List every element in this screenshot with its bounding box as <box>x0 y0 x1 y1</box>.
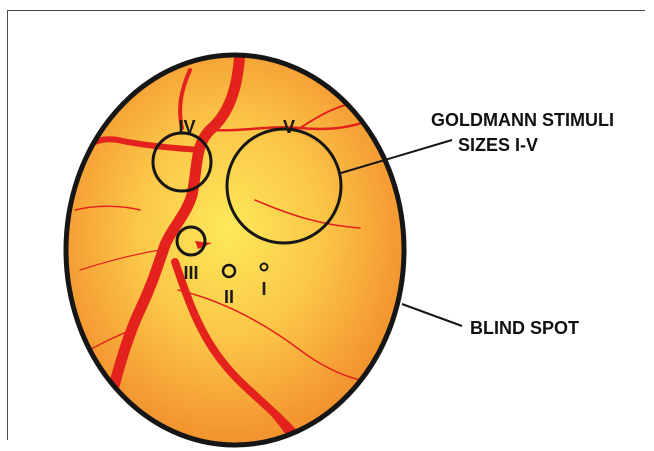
stimulus-i-label: I <box>261 279 266 299</box>
stimulus-iv-label: IV <box>178 117 195 137</box>
stimulus-v-label: V <box>283 117 295 137</box>
stimulus-ii-label: II <box>224 287 234 307</box>
goldmann-callout-line2: SIZES I-V <box>458 135 538 155</box>
goldmann-callout-line1: GOLDMANN STIMULI <box>431 110 614 130</box>
blind-spot-leader-line <box>402 304 462 326</box>
blind-spot-callout: BLIND SPOT <box>470 318 579 338</box>
stimulus-iii-label: III <box>183 263 198 283</box>
